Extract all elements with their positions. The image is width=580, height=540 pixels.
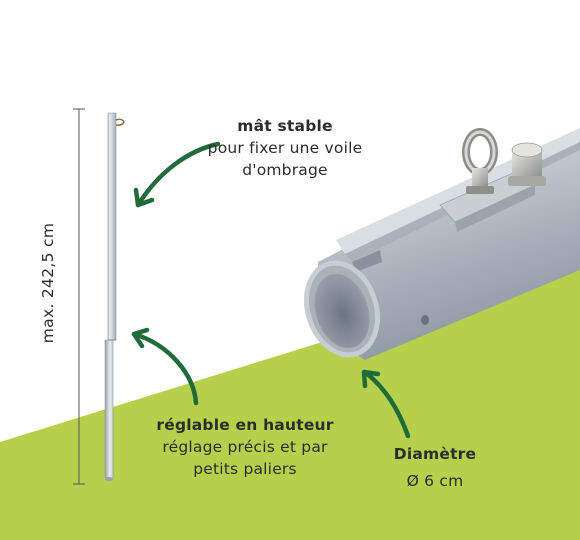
adjust-line-2: petits paliers	[193, 460, 297, 478]
dimension-line	[73, 108, 85, 485]
mast-title: mât stable	[237, 117, 333, 135]
tube-closeup	[304, 128, 580, 360]
mast-line-2: d'ombrage	[242, 161, 328, 179]
adjust-caption: réglable en hauteur réglage précis et pa…	[125, 414, 365, 480]
eye-bolt	[462, 128, 498, 194]
green-band	[0, 262, 580, 540]
mast-pole	[104, 112, 125, 481]
adjust-title: réglable en hauteur	[156, 416, 334, 434]
diameter-caption: Diamètre Ø 6 cm	[370, 441, 500, 495]
mast-caption: mât stable pour fixer une voile d'ombrag…	[160, 115, 410, 181]
arrow-adjust	[131, 327, 199, 406]
arrow-mast	[133, 141, 221, 208]
mast-line-1: pour fixer une voile	[207, 139, 363, 157]
adjust-line-1: réglage précis et par	[162, 438, 328, 456]
locking-knob	[508, 142, 546, 186]
diameter-value: Ø 6 cm	[406, 472, 464, 490]
arrow-diameter	[361, 369, 411, 439]
dimension-label: max. 242,5 cm	[39, 222, 57, 344]
diameter-title: Diamètre	[393, 445, 477, 463]
